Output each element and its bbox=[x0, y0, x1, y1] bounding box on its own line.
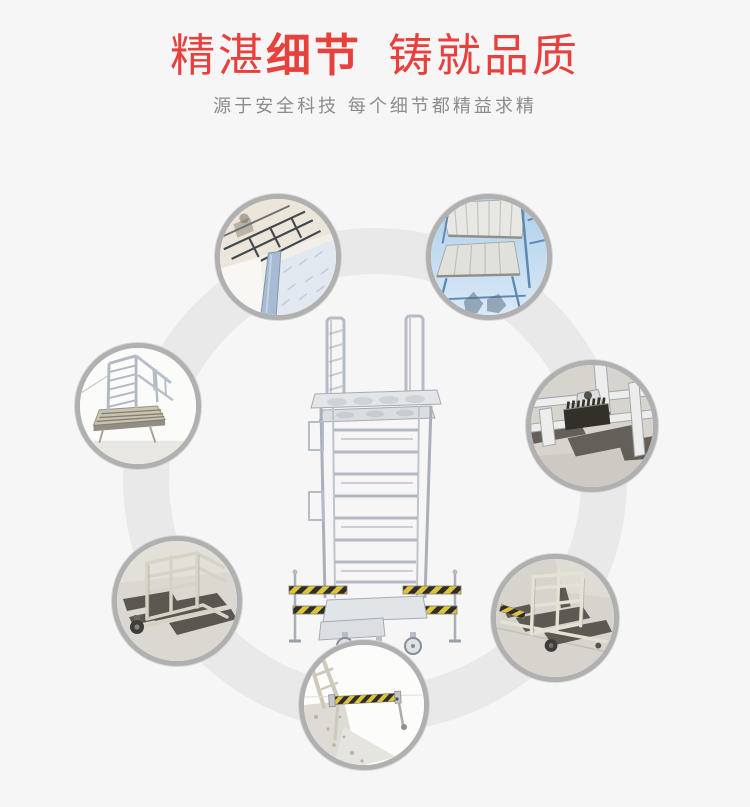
top-guardrail-photo bbox=[80, 348, 196, 464]
platform-underside-photo bbox=[431, 199, 547, 315]
hazard-stripe-segment bbox=[498, 603, 527, 620]
bottom-steps bbox=[318, 595, 428, 641]
detail-photo-base-frame-side bbox=[491, 554, 619, 682]
rail-underside-photo bbox=[220, 199, 336, 315]
detail-photo-frame-serration bbox=[526, 360, 658, 492]
product-photo-platform-ladder bbox=[285, 306, 465, 666]
base-frame-side-photo bbox=[496, 559, 614, 677]
tree-silhouettes bbox=[463, 291, 507, 314]
caster-wheel bbox=[130, 615, 144, 634]
detail-photo-rail-underside bbox=[215, 194, 341, 320]
banner-header: 精湛细节铸就品质 源于安全科技 每个细节都精益求精 bbox=[0, 30, 750, 118]
title-segment-3: 铸就品质 bbox=[388, 29, 581, 82]
guardrail-posts bbox=[106, 354, 159, 412]
frame-tubes bbox=[139, 551, 229, 629]
detail-photo-base-frame-casters bbox=[112, 536, 242, 666]
stair-rail bbox=[135, 354, 174, 402]
page-subtitle: 源于安全科技 每个细节都精益求精 bbox=[213, 95, 537, 117]
upper-deck-panel bbox=[440, 199, 527, 239]
rungs bbox=[334, 428, 418, 584]
ladder-frame bbox=[308, 405, 433, 599]
lower-deck-panel bbox=[436, 241, 521, 278]
detail-photo-platform-underside bbox=[426, 194, 552, 320]
warning-stripe-photo bbox=[304, 645, 424, 765]
top-guard-rails bbox=[325, 314, 425, 400]
platform-ladder-illustration bbox=[288, 314, 462, 659]
leveling-foot bbox=[395, 697, 407, 730]
page-title: 精湛细节铸就品质 bbox=[0, 30, 750, 82]
detail-photo-warning-stripe-bar bbox=[299, 640, 429, 770]
frame-tubes bbox=[500, 569, 608, 644]
caster-wheel bbox=[544, 639, 602, 652]
top-platform bbox=[310, 389, 442, 423]
base-frame-casters-photo bbox=[117, 541, 237, 661]
serrated-strip bbox=[563, 388, 611, 431]
frame-serration-photo bbox=[531, 365, 653, 487]
checker-plate-texture bbox=[281, 250, 329, 306]
title-segment-1: 精湛 bbox=[169, 29, 266, 82]
title-segment-2: 细节 bbox=[265, 29, 362, 82]
platform-deck bbox=[92, 405, 166, 444]
detail-photo-top-guardrail bbox=[75, 343, 201, 469]
